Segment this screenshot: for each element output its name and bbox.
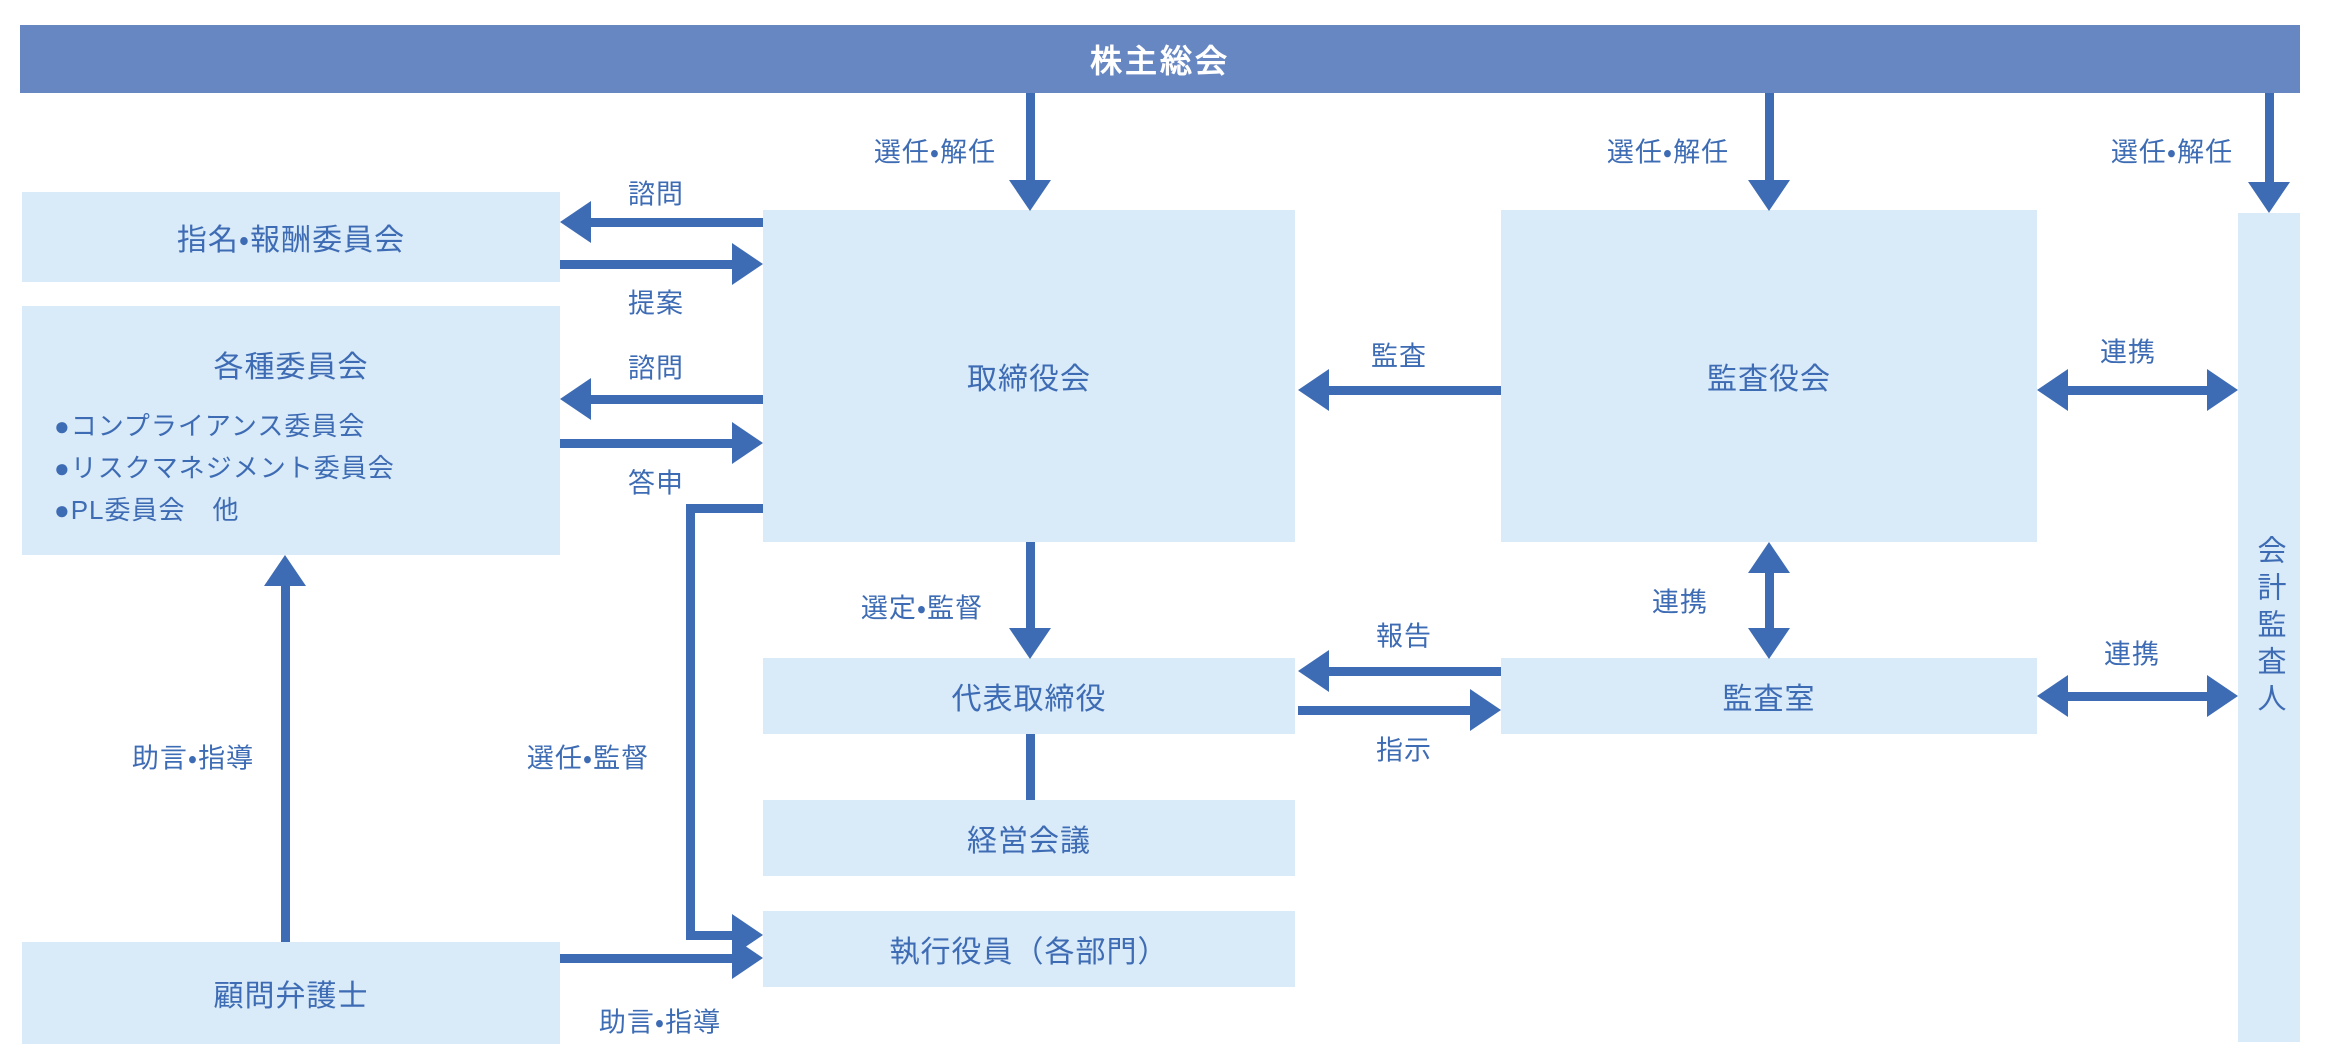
label-propose: 提案 [628, 288, 684, 319]
label-cooperate-board-auditor: 連携 [2100, 337, 2156, 368]
label-cooperate-office-auditor: 連携 [2104, 639, 2160, 670]
arrow-line [1765, 570, 1774, 630]
arrowhead-right-icon [732, 243, 763, 285]
label-appoint-dismiss-2: 選任・解任 [1606, 137, 1730, 168]
audit-office-label: 監査室 [1722, 683, 1816, 716]
arrowhead-left-icon [560, 378, 591, 420]
committee-item-compliance: ●コンプライアンス委員会 [54, 410, 366, 441]
arrowhead-down-icon [1009, 180, 1051, 211]
label-report-back: 答申 [628, 468, 684, 499]
nomination-compensation-committee-box: 指名・報酬委員会 [22, 192, 560, 282]
arrowhead-up-icon [264, 555, 306, 586]
arrowhead-left-icon [1298, 650, 1329, 692]
various-committees-list: ●コンプライアンス委員会 ●リスクマネジメント委員会 ●PL委員会 他 [54, 403, 395, 529]
arrowhead-right-icon [732, 937, 763, 979]
arrowhead-right-icon [732, 422, 763, 464]
arrow-line [686, 931, 734, 940]
audit-board-box: 監査役会 [1501, 210, 2037, 542]
arrowhead-down-icon [2248, 182, 2290, 213]
audit-office-box: 監査室 [1501, 658, 2037, 734]
arrowhead-left-icon [2037, 369, 2068, 411]
arrowhead-left-icon [560, 201, 591, 243]
committee-item-risk-management: ●リスクマネジメント委員会 [54, 452, 395, 483]
label-select-supervise: 選定・監督 [860, 593, 984, 624]
board-of-directors-label: 取締役会 [967, 363, 1091, 396]
arrowhead-right-icon [1470, 689, 1501, 731]
arrow-line [1026, 93, 1035, 182]
accounting-auditor-label: 会計監査人 [2253, 535, 2285, 720]
arrow-line [1327, 386, 1501, 395]
label-appoint-dismiss-3: 選任・解任 [2110, 137, 2234, 168]
label-report: 報告 [1376, 621, 1432, 652]
arrow-line [560, 260, 734, 269]
arrowhead-right-icon [2207, 675, 2238, 717]
arrow-line [589, 395, 763, 404]
label-advise-guide-up: 助言・指導 [131, 743, 255, 774]
arrow-line [560, 954, 734, 963]
arrow-line [2265, 93, 2274, 183]
arrowhead-left-icon [1298, 369, 1329, 411]
label-advise-guide-right: 助言・指導 [598, 1007, 722, 1038]
committee-item-pl: ●PL委員会 他 [54, 494, 240, 525]
arrowhead-down-icon [1009, 628, 1051, 659]
shareholders-meeting-bar: 株主総会 [20, 25, 2300, 93]
arrowhead-up-icon [1748, 542, 1790, 573]
label-appoint-supervise: 選任・監督 [526, 743, 650, 774]
arrow-line [686, 504, 695, 940]
arrow-line [686, 504, 763, 513]
arrow-line [1765, 93, 1774, 182]
arrow-line [1298, 706, 1472, 715]
arrow-line [2066, 386, 2209, 395]
label-consult-1: 諮問 [628, 179, 684, 210]
label-cooperate-vertical: 連携 [1652, 587, 1708, 618]
legal-advisor-box: 顧問弁護士 [22, 942, 560, 1044]
arrow-line [1026, 542, 1035, 630]
arrow-line [281, 583, 290, 942]
shareholders-meeting-label: 株主総会 [1089, 43, 1230, 79]
arrowhead-down-icon [1748, 180, 1790, 211]
arrow-line [589, 218, 763, 227]
representative-director-box: 代表取締役 [763, 658, 1295, 734]
audit-board-label: 監査役会 [1707, 363, 1831, 396]
arrowhead-left-icon [2037, 675, 2068, 717]
executive-officers-label: 執行役員（各部門） [889, 936, 1169, 969]
arrowhead-down-icon [1748, 628, 1790, 659]
arrow-line [1327, 667, 1501, 676]
arrowhead-right-icon [2207, 369, 2238, 411]
management-meeting-label: 経営会議 [967, 825, 1091, 858]
label-consult-2: 諮問 [628, 353, 684, 384]
nomination-compensation-committee-label: 指名・報酬委員会 [176, 224, 406, 257]
accounting-auditor-strip: 会計監査人 [2238, 213, 2300, 1042]
executive-officers-box: 執行役員（各部門） [763, 911, 1295, 987]
representative-director-label: 代表取締役 [951, 683, 1107, 716]
label-audit: 監査 [1371, 341, 1427, 372]
label-instruct: 指示 [1376, 735, 1432, 766]
various-committees-title: 各種委員会 [213, 351, 369, 384]
arrow-line [2066, 692, 2209, 701]
arrow-line [560, 439, 734, 448]
board-of-directors-box: 取締役会 [763, 210, 1295, 542]
management-meeting-box: 経営会議 [763, 800, 1295, 876]
legal-advisor-label: 顧問弁護士 [213, 980, 369, 1013]
label-appoint-dismiss-1: 選任・解任 [873, 137, 997, 168]
connector-representative-management [1026, 734, 1035, 800]
various-committees-box: 各種委員会 ●コンプライアンス委員会 ●リスクマネジメント委員会 ●PL委員会 … [22, 306, 560, 555]
